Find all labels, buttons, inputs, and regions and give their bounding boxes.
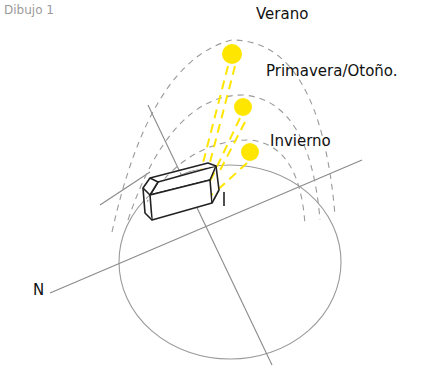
suns [222, 44, 259, 161]
ground-circle [119, 165, 341, 359]
drawing-title: Dibujo 1 [4, 4, 54, 17]
axis-lines [50, 105, 362, 365]
north-label: N [33, 282, 44, 299]
season-label: Invierno [270, 133, 331, 150]
house [143, 163, 224, 220]
season-label: Primavera/Otoño. [266, 63, 398, 80]
season-label: Verano [256, 6, 308, 23]
